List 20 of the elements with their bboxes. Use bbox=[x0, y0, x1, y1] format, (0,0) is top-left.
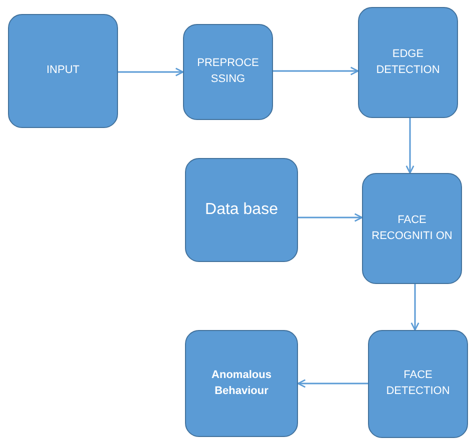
process-box bbox=[358, 7, 458, 118]
arrow bbox=[410, 284, 420, 331]
arrow bbox=[298, 213, 363, 222]
box-label: INPUT bbox=[46, 63, 80, 78]
process-box bbox=[183, 24, 273, 120]
box-label: PREPROCE SSING bbox=[196, 56, 260, 87]
box-label: FACE RECOGNITI ON bbox=[370, 212, 454, 244]
arrow bbox=[118, 68, 184, 76]
arrow bbox=[297, 379, 368, 388]
box-label: Data base bbox=[204, 200, 279, 220]
arrow bbox=[406, 118, 414, 174]
box-label: Anomalous Behaviour bbox=[210, 368, 272, 398]
arrow bbox=[273, 66, 359, 76]
process-box bbox=[8, 14, 118, 128]
process-box bbox=[185, 330, 298, 437]
process-box bbox=[185, 158, 298, 262]
box-label: FACE DETECTION bbox=[385, 368, 451, 399]
process-box bbox=[362, 173, 462, 284]
process-box bbox=[368, 330, 468, 438]
box-label: EDGE DETECTION bbox=[375, 46, 441, 78]
